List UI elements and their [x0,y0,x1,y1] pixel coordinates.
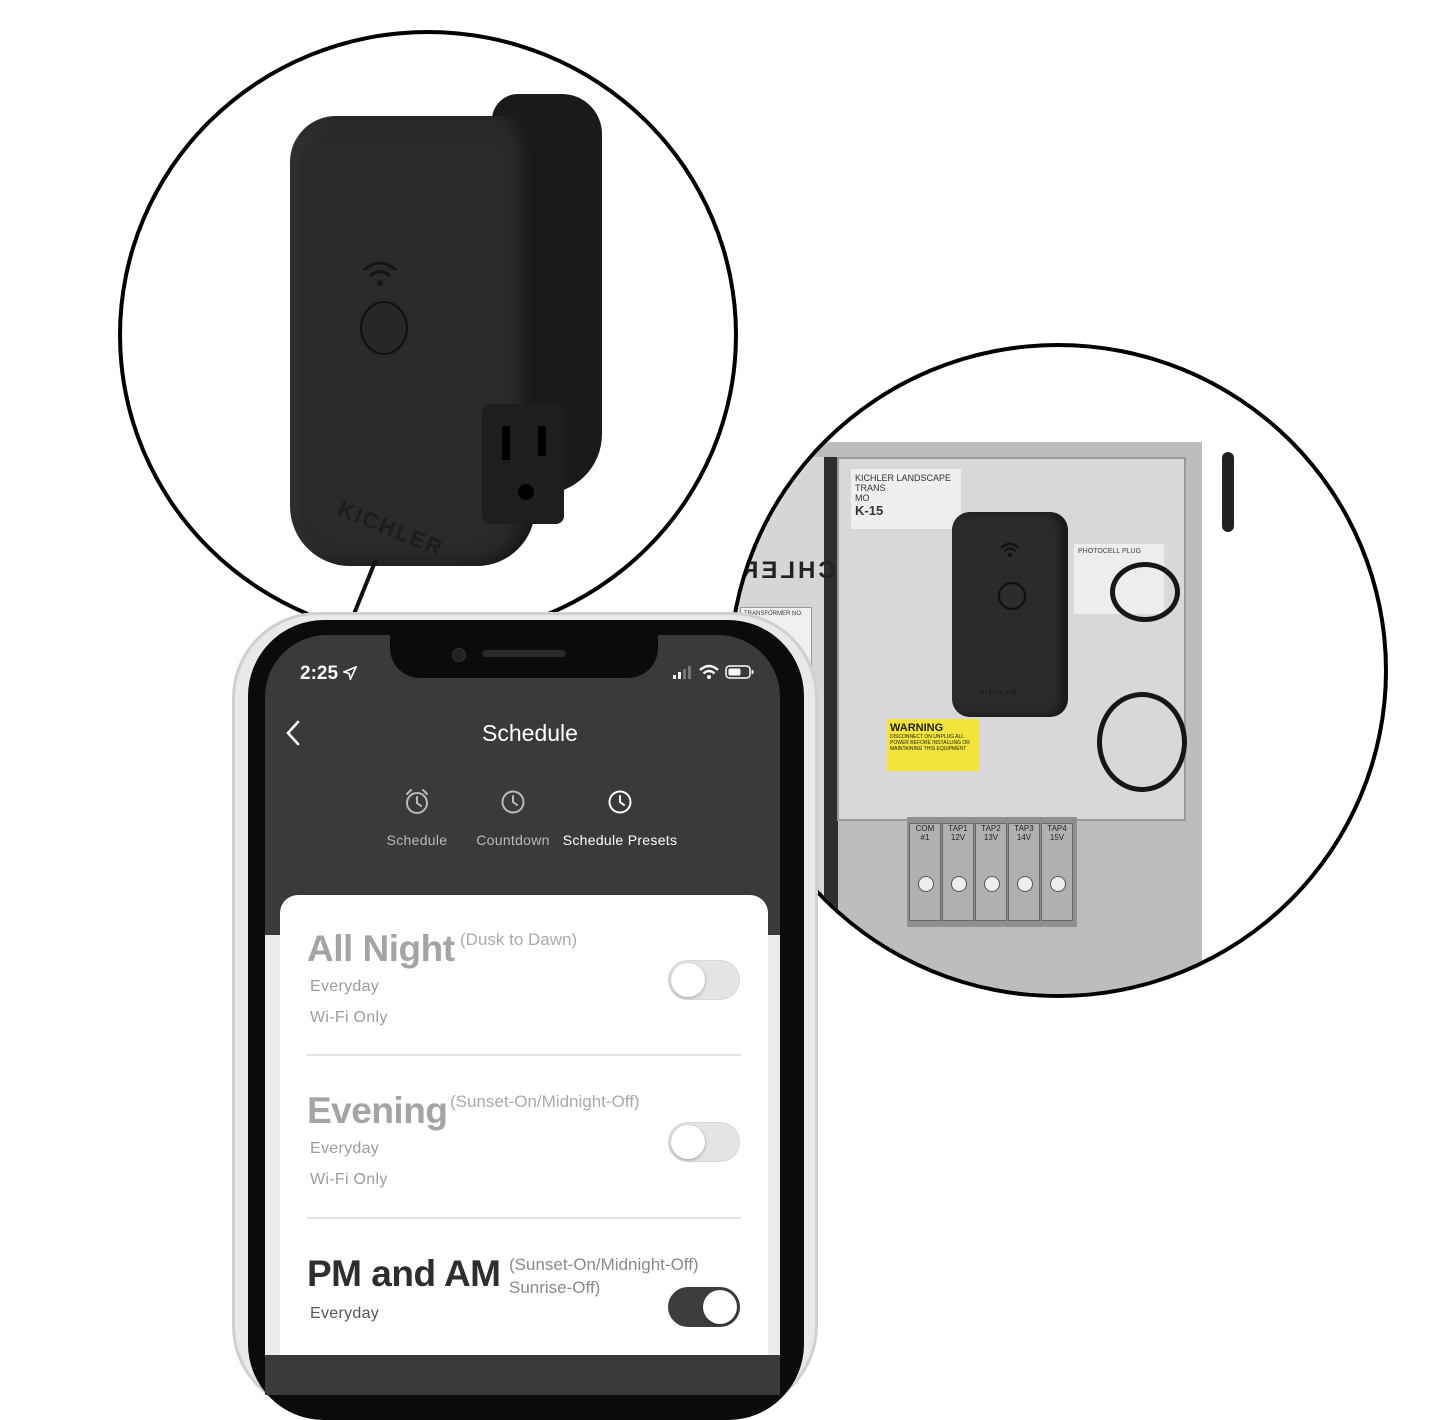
preset-toggle-all-night[interactable] [668,960,740,1000]
preset-mode: Wi-Fi Only [310,1009,388,1026]
preset-subtitle: (Sunset-On/Midnight-Off) [450,1092,640,1111]
clock-icon [608,790,632,814]
front-camera [452,648,466,662]
divider [307,1217,741,1219]
preset-days: Everyday [310,1305,380,1322]
divider [307,1054,741,1056]
preset-mode: Wi-Fi Only [310,1171,388,1188]
preset-days: Everyday [310,1140,380,1157]
transformer-box-photo: KICHLER TRANSFORMER NO. KICHLER LANDSCAP… [728,343,1388,998]
plug-device-photo: KICHLER [118,30,738,640]
wifi-icon [363,261,397,286]
preset-subtitle: (Dusk to Dawn) [460,930,578,949]
earpiece-speaker [482,650,566,657]
tab-schedule-presets[interactable]: Schedule Presets [560,788,680,848]
power-button [360,301,408,355]
alarm-clock-icon [406,789,428,814]
status-icons [672,664,755,685]
battery-icon [725,665,754,679]
location-arrow-icon [341,665,358,682]
preset-toggle-evening[interactable] [668,1122,740,1162]
preset-name: Evening [307,1090,448,1131]
tab-countdown[interactable]: Countdown [472,788,554,848]
plug-device-installed: KICHLER [952,512,1068,717]
model-plate: KICHLER LANDSCAPE TRANS MO K-15 [851,469,961,529]
brand-logo: KICHLER [980,690,1018,697]
warning-label: WARNING DISCONNECT ON UNPLUG ALL POWER B… [887,719,979,771]
wifi-icon [1000,542,1020,558]
power-button [998,582,1026,610]
brand-logo: KICHLER [334,496,448,562]
back-button[interactable] [282,716,314,752]
antenna [1222,452,1234,532]
wifi-icon [699,664,720,679]
preset-name: All Night [307,928,455,969]
preset-toggle-pm-and-am[interactable] [668,1287,740,1327]
cable-coil [1097,692,1187,792]
preset-name: PM and AM [307,1253,501,1294]
preset-subtitle: (Sunset-On/Midnight-Off) Sunrise-Off) [509,1255,699,1297]
outlet-socket [482,404,564,524]
cellular-signal-icon [673,666,691,679]
page-title: Schedule [482,720,578,746]
tab-schedule[interactable]: Schedule [380,788,454,848]
preset-days: Everyday [310,978,380,995]
clock-icon [501,790,525,814]
cable-coil [1110,562,1180,622]
status-time: 2:25 [300,663,358,685]
chevron-left-icon [286,720,300,746]
